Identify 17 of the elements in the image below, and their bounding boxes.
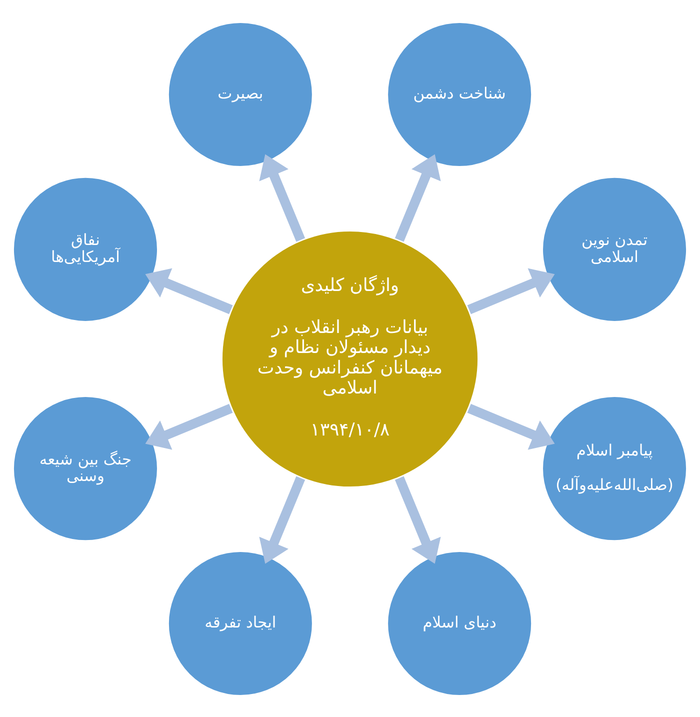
arrow bbox=[394, 476, 441, 564]
node-circle: شناخت دشمن bbox=[386, 20, 534, 168]
arrow bbox=[394, 154, 441, 242]
arrow bbox=[259, 476, 306, 564]
arrow bbox=[145, 268, 233, 314]
node-circle: بصیرت bbox=[166, 20, 314, 168]
arrow bbox=[467, 268, 555, 314]
node-circle: ایجاد تفرقه bbox=[166, 549, 314, 697]
node-circle: جنگ بین شیعه وسنی bbox=[12, 394, 160, 542]
node-circle: دنیای اسلام bbox=[386, 549, 534, 697]
node-circle: پیامبر اسلام (صلی‌الله‌علیه‌وآله) bbox=[540, 394, 688, 542]
arrow bbox=[145, 403, 233, 450]
arrow bbox=[259, 154, 306, 242]
node-circle: نفاق آمریکایی‌ها bbox=[12, 175, 160, 323]
arrow bbox=[467, 403, 555, 450]
node-circle: واژگان کلیدی بیانات رهبر انقلاب در دیدار مسئولان نظام و میهمانان کنفرانس وحدت اسلامی ۱۳۹۴/۱۰/۸ bbox=[220, 228, 480, 488]
node-circle: تمدن نوین اسلامی bbox=[540, 175, 688, 323]
